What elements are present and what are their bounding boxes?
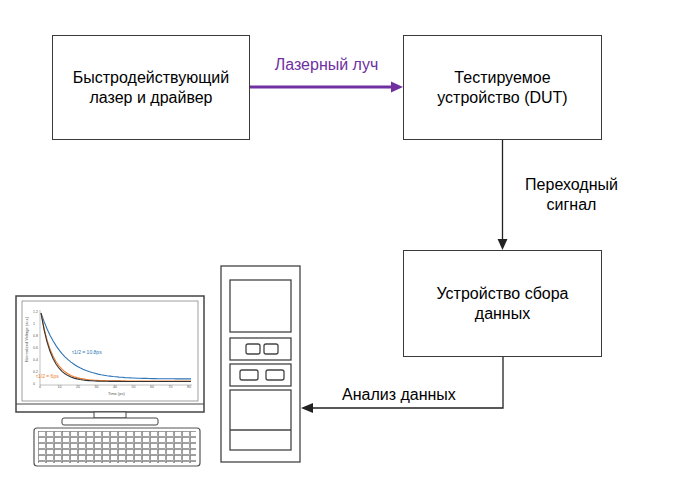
- box-text: Быстродействующий лазер и драйвер: [63, 68, 239, 108]
- chart-text: 0: [33, 383, 35, 387]
- decay-curve: [41, 313, 191, 379]
- flow-label: Анализ данных: [340, 386, 458, 404]
- box-text: Устройство сбора данных: [414, 284, 591, 324]
- connector-line: [502, 140, 503, 240]
- decay-curve: [41, 313, 191, 381]
- chart-text: Normalized Voltage (a.u.): [25, 317, 29, 362]
- chart-text: Time (ps): [108, 392, 125, 396]
- box-text: Тестируемое устройство (DUT): [414, 68, 591, 108]
- chart-text: 10: [58, 386, 62, 390]
- monitor: [16, 296, 204, 425]
- chart-axes: [40, 310, 192, 385]
- connector: [498, 140, 508, 250]
- chart-text: 1: [33, 323, 35, 327]
- chart-text: 1.2: [33, 311, 38, 315]
- chart-text: 50: [132, 386, 136, 390]
- chart-text: 30: [95, 386, 99, 390]
- chart-text: 60: [150, 386, 154, 390]
- chart-text: 0.4: [33, 359, 38, 363]
- connector-line: [250, 86, 392, 89]
- decay-curves: [41, 313, 191, 382]
- pc-tower: [221, 266, 300, 462]
- chart-text: 20: [76, 386, 80, 390]
- process-box: Тестируемое устройство (DUT): [403, 35, 602, 140]
- chart-text: 0.6: [33, 347, 38, 351]
- chart-text: 80: [187, 386, 191, 390]
- chart-text: 0.8: [33, 335, 38, 339]
- process-box: Быстродействующий лазер и драйвер: [52, 35, 250, 140]
- keyboard: [34, 428, 200, 466]
- chart-text: τ1/2 = 6ps: [36, 374, 59, 380]
- chart-text: 70: [169, 386, 173, 390]
- chart-text: 40: [113, 386, 117, 390]
- chart-text: 0: [39, 386, 41, 390]
- process-box: Устройство сбора данных: [403, 250, 602, 357]
- connector: [250, 82, 403, 93]
- edge-label: Лазерный луч: [275, 55, 379, 75]
- edge-label: Переходный сигнал: [517, 175, 627, 215]
- chart-text: τ1/2 = 10.8ps: [72, 350, 102, 356]
- arrow-head: [498, 239, 508, 250]
- chart-text: 0.2: [33, 371, 38, 375]
- arrow-head: [391, 82, 403, 93]
- decay-curve: [41, 313, 191, 382]
- analysis-arrow: [301, 357, 503, 413]
